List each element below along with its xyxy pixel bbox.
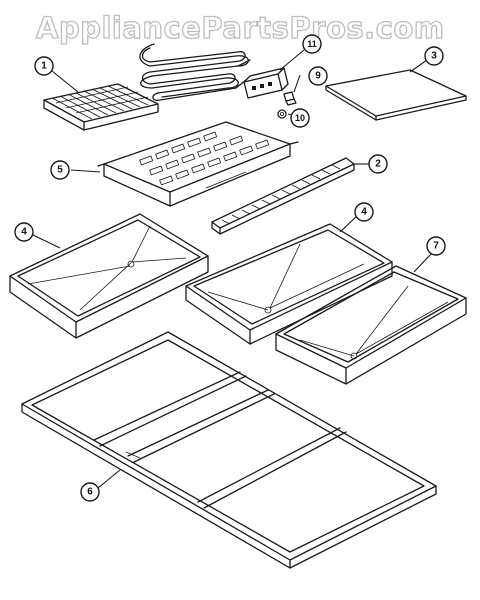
callout-4-left-number: 4 xyxy=(21,227,27,238)
callout-7: 7 xyxy=(426,236,446,256)
screw-part xyxy=(277,109,287,119)
callout-1: 1 xyxy=(34,56,54,76)
callout-9-number: 9 xyxy=(315,71,321,82)
drip-tray xyxy=(97,121,299,207)
clip-part xyxy=(283,91,297,106)
callout-9: 9 xyxy=(308,66,328,86)
heating-element xyxy=(139,43,251,102)
leader-lines xyxy=(32,49,433,489)
cooktop-frame xyxy=(21,331,437,569)
cover-plate xyxy=(325,69,467,121)
callout-2-number: 2 xyxy=(375,159,381,170)
left-pan xyxy=(9,213,209,339)
callout-3-number: 3 xyxy=(431,51,437,62)
callout-4-left: 4 xyxy=(14,222,34,242)
callout-3: 3 xyxy=(424,46,444,66)
callout-7-number: 7 xyxy=(433,241,439,252)
callout-2: 2 xyxy=(368,154,388,174)
callout-5: 5 xyxy=(50,160,70,180)
pan-seven xyxy=(275,265,467,385)
callout-6: 6 xyxy=(80,482,100,502)
callout-10-number: 10 xyxy=(295,113,305,123)
callout-1-number: 1 xyxy=(41,61,47,72)
callout-5-number: 5 xyxy=(57,165,63,176)
terminal-block xyxy=(243,67,289,99)
watermark-text: AppliancePartsPros.com xyxy=(36,11,444,45)
callout-4-right-number: 4 xyxy=(361,207,367,218)
callout-4-right: 4 xyxy=(354,202,374,222)
deflector-strip xyxy=(211,157,355,235)
grill-grate xyxy=(43,83,159,131)
callout-11: 11 xyxy=(302,34,322,54)
callout-6-number: 6 xyxy=(87,487,93,498)
callout-10: 10 xyxy=(290,108,310,128)
callout-11-number: 11 xyxy=(307,39,317,49)
